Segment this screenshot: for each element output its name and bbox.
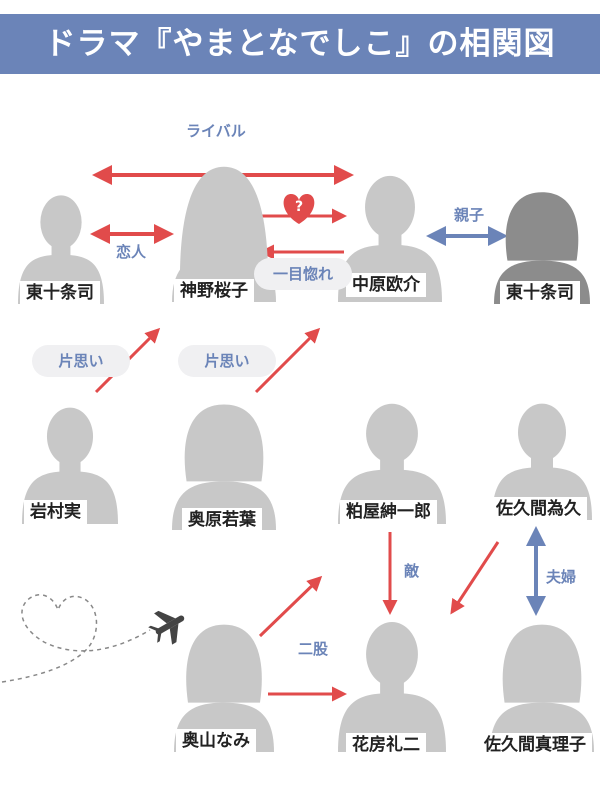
- rel-love-at-first-sight: 一目惚れ: [254, 258, 352, 290]
- okuyama-to-kasuya-arrow: [258, 575, 323, 638]
- name-okuhara: 奥原若葉: [182, 508, 262, 532]
- name-nakahara: 中原欧介: [346, 273, 426, 297]
- rel-married: 夫婦: [546, 568, 577, 586]
- hanabusa-silhouette: [338, 618, 446, 752]
- name-iwamura: 岩村実: [24, 500, 87, 524]
- name-tojo-left: 東十条司: [20, 281, 100, 305]
- rel-rival: ライバル: [186, 122, 246, 140]
- name-sakuma-tamehisa: 佐久間為久: [490, 497, 587, 521]
- name-tojo-right: 東十条司: [500, 281, 580, 305]
- rel-lovers: 恋人: [116, 243, 147, 261]
- name-jinno: 神野桜子: [174, 279, 254, 303]
- rel-unrequited-1: 片思い: [32, 345, 130, 377]
- dashed-heart-trail-icon: [1, 594, 151, 683]
- header: ドラマ『やまとなでしこ』の相関図: [0, 0, 600, 74]
- header-band: [0, 14, 600, 74]
- name-sakuma-mariko: 佐久間真理子: [478, 733, 592, 757]
- name-okuyama: 奥山なみ: [176, 729, 256, 753]
- svg-text:?: ?: [295, 199, 303, 215]
- rel-two-timing: 二股: [298, 640, 329, 658]
- question-heart-icon: ?: [283, 194, 315, 224]
- name-hanabusa: 花房礼二: [346, 733, 426, 757]
- rel-parent-child: 親子: [454, 206, 485, 224]
- airplane-icon: [148, 610, 185, 645]
- rel-unrequited-2: 片思い: [178, 345, 276, 377]
- person-silhouette-icon: [338, 622, 446, 752]
- tamehisa-to-hanabusa-arrow: [450, 541, 500, 615]
- page-title: ドラマ『やまとなでしこ』の相関図: [44, 26, 556, 62]
- okuhara-unrequited-arrow: [254, 327, 321, 394]
- rel-enemy: 敵: [404, 562, 420, 580]
- name-kasuya: 粕屋紳一郎: [340, 500, 437, 524]
